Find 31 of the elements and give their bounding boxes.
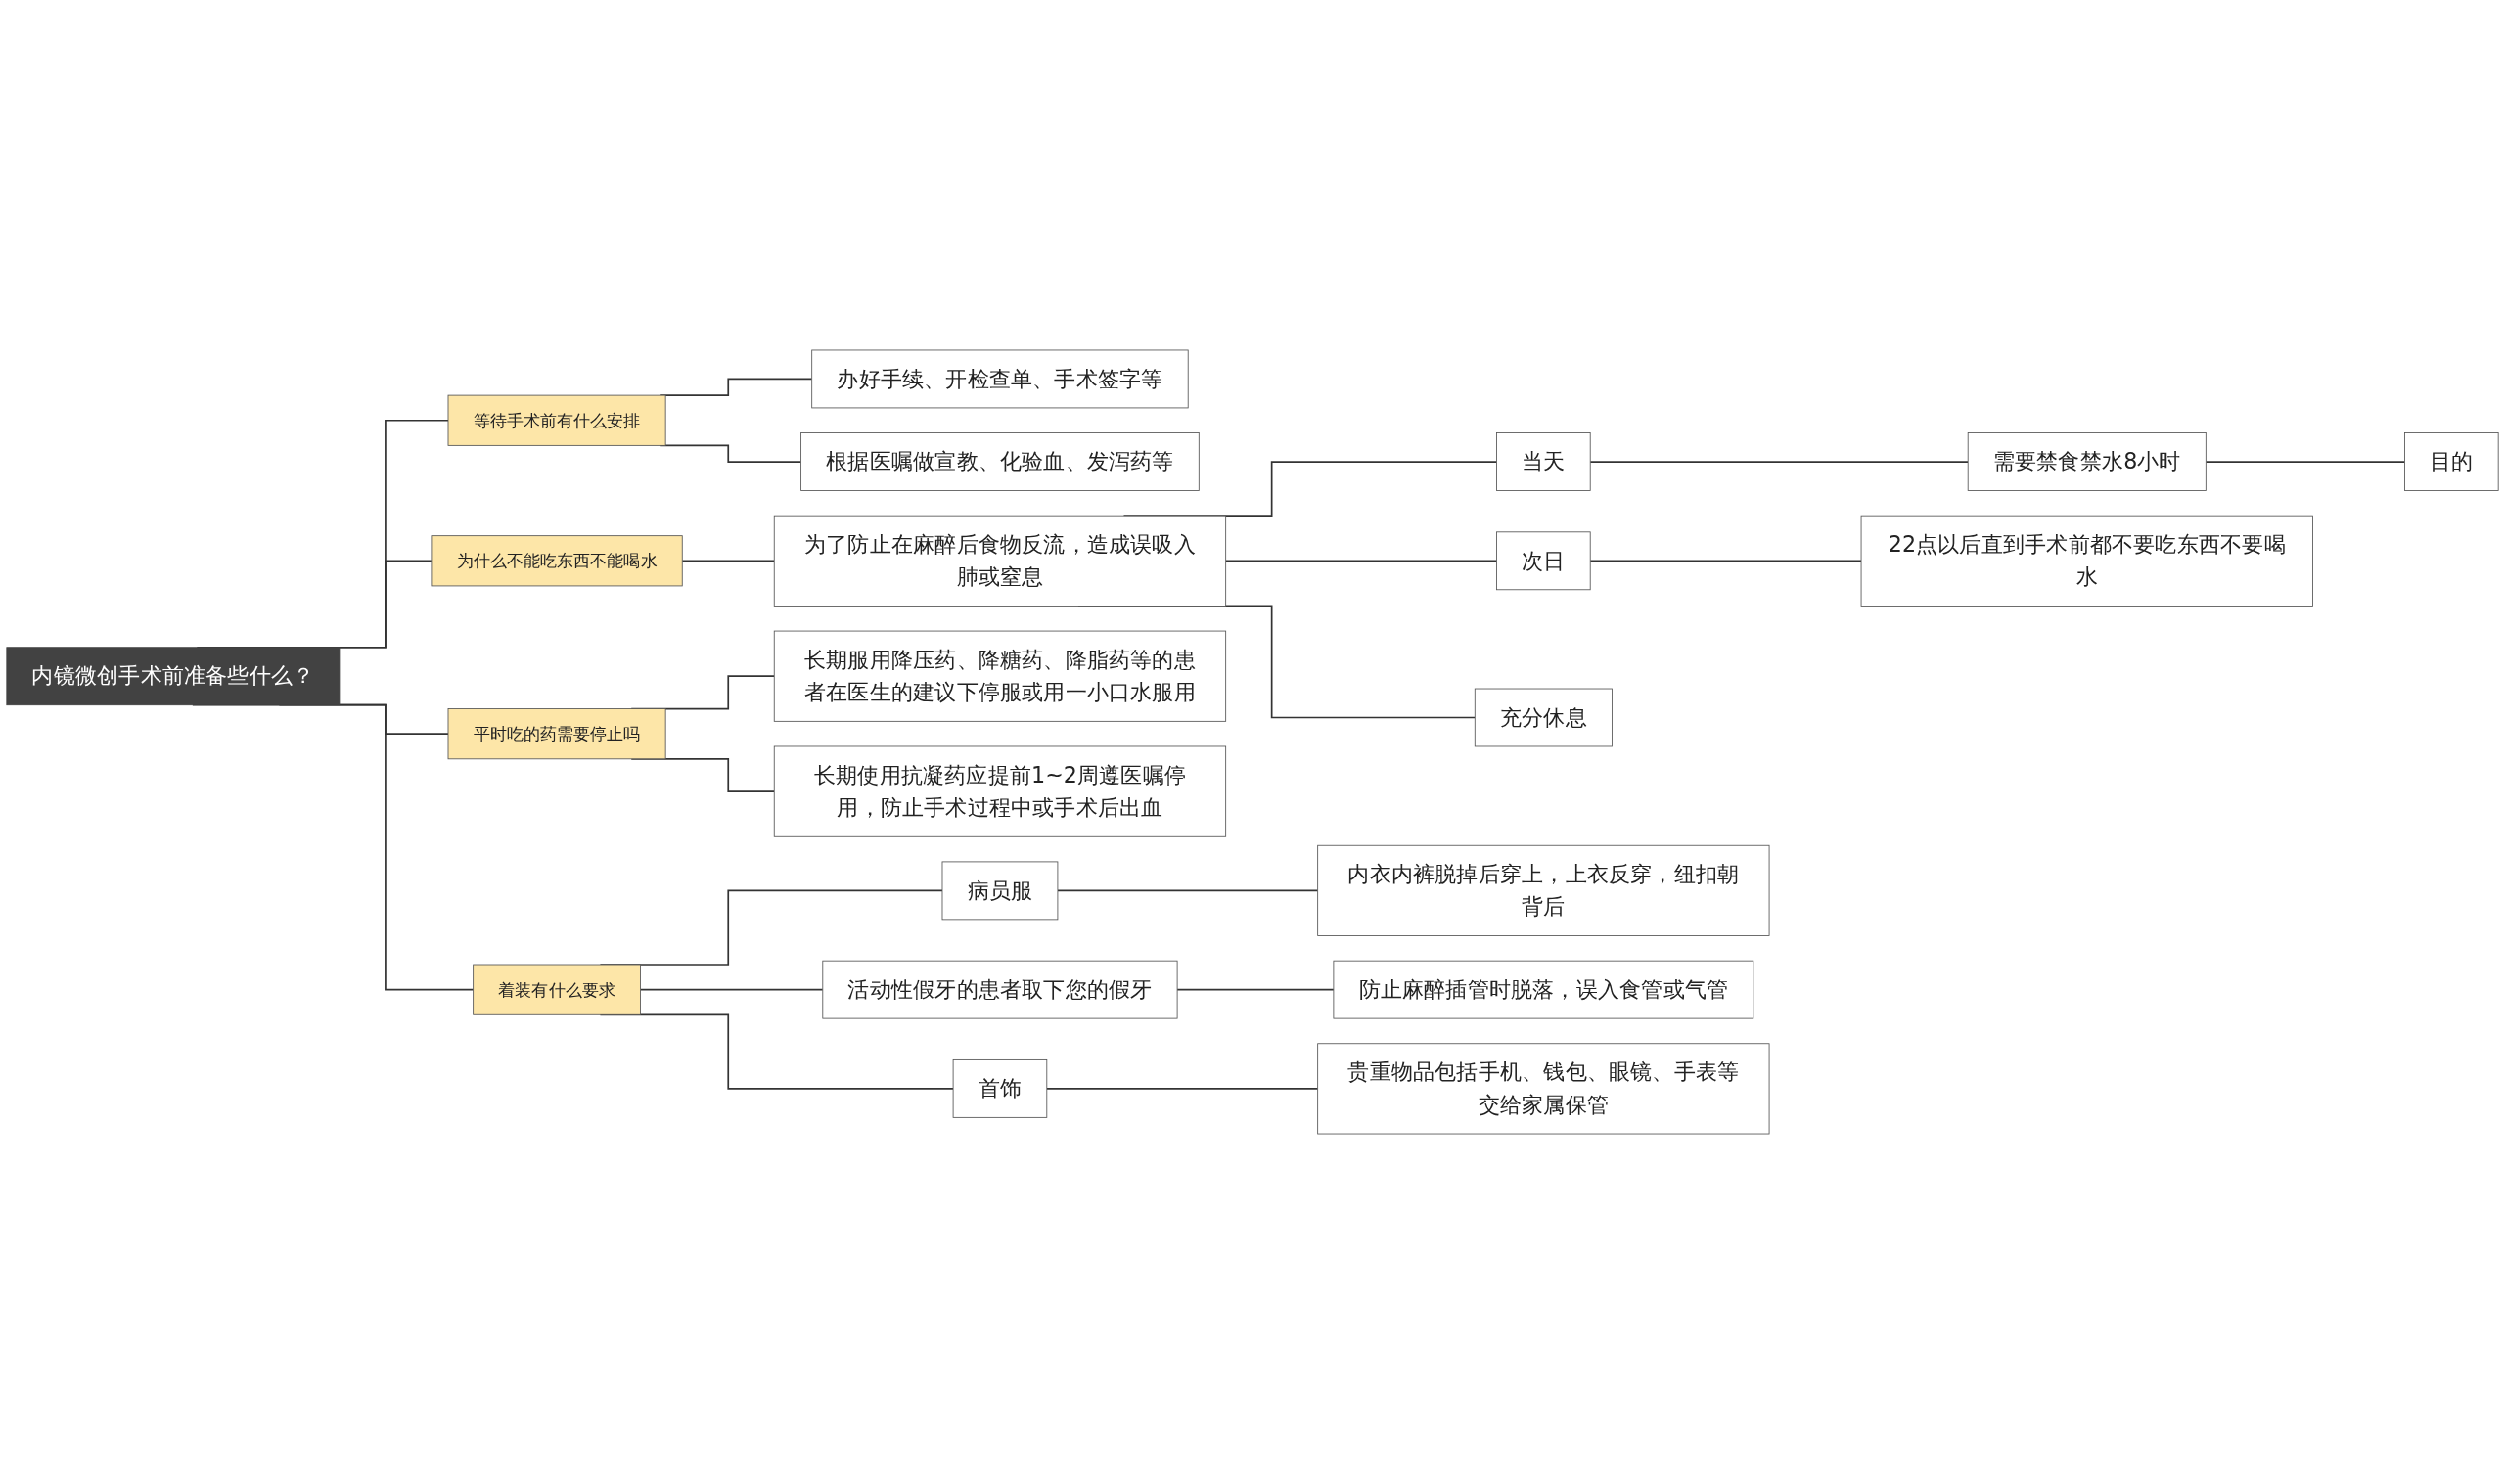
- node-box: 需要禁食禁水8小时: [1967, 432, 2207, 491]
- node-box: 办好手续、开检查单、手术签字等: [811, 349, 1189, 409]
- connector: [681, 560, 776, 562]
- node-box: 为什么不能吃东西不能喝水: [431, 535, 683, 587]
- connector: [1589, 560, 1862, 562]
- connector: [2205, 461, 2406, 463]
- node-box: 当天: [1496, 432, 1591, 491]
- connector: [1057, 889, 1319, 892]
- connector: [1224, 560, 1498, 562]
- node-box: 防止麻醉插管时脱落，误入食管或气管: [1333, 960, 1754, 1019]
- node-box: 根据医嘱做宣教、化验血、发泻药等: [800, 432, 1200, 491]
- connector: [1589, 461, 1970, 463]
- node-box: 次日: [1496, 531, 1591, 591]
- node-box: 目的: [2404, 432, 2499, 491]
- connector: [1045, 1088, 1319, 1090]
- node-box: 病员服: [941, 861, 1059, 921]
- node-box: 贵重物品包括手机、钱包、眼镜、手表等交给家属保管: [1317, 1043, 1770, 1135]
- connector: [1176, 988, 1335, 991]
- node-box: 首饰: [952, 1059, 1048, 1118]
- connector: [639, 988, 824, 991]
- node-box: 等待手术前有什么安排: [447, 394, 666, 446]
- node-box: 长期服用降压药、降糖药、降脂药等的患者在医生的建议下停服或用一小口水服用: [773, 630, 1227, 722]
- node-box: 充分休息: [1474, 688, 1613, 747]
- node-box: 内衣内裤脱掉后穿上，上衣反穿，纽扣朝背后: [1317, 844, 1770, 936]
- node-box: 为了防止在麻醉后食物反流，造成误吸入肺或窒息: [773, 515, 1227, 607]
- node-box: 平时吃的药需要停止吗: [447, 708, 666, 760]
- node-box: 长期使用抗凝药应提前1~2周遵医嘱停用，防止手术过程中或手术后出血: [773, 745, 1227, 837]
- node-box: 活动性假牙的患者取下您的假牙: [822, 960, 1178, 1019]
- node-box: 内镜微创手术前准备些什么？: [6, 647, 341, 706]
- node-box: 着装有什么要求: [473, 964, 641, 1015]
- node-box: 22点以后直到手术前都不要吃东西不要喝水: [1860, 515, 2313, 607]
